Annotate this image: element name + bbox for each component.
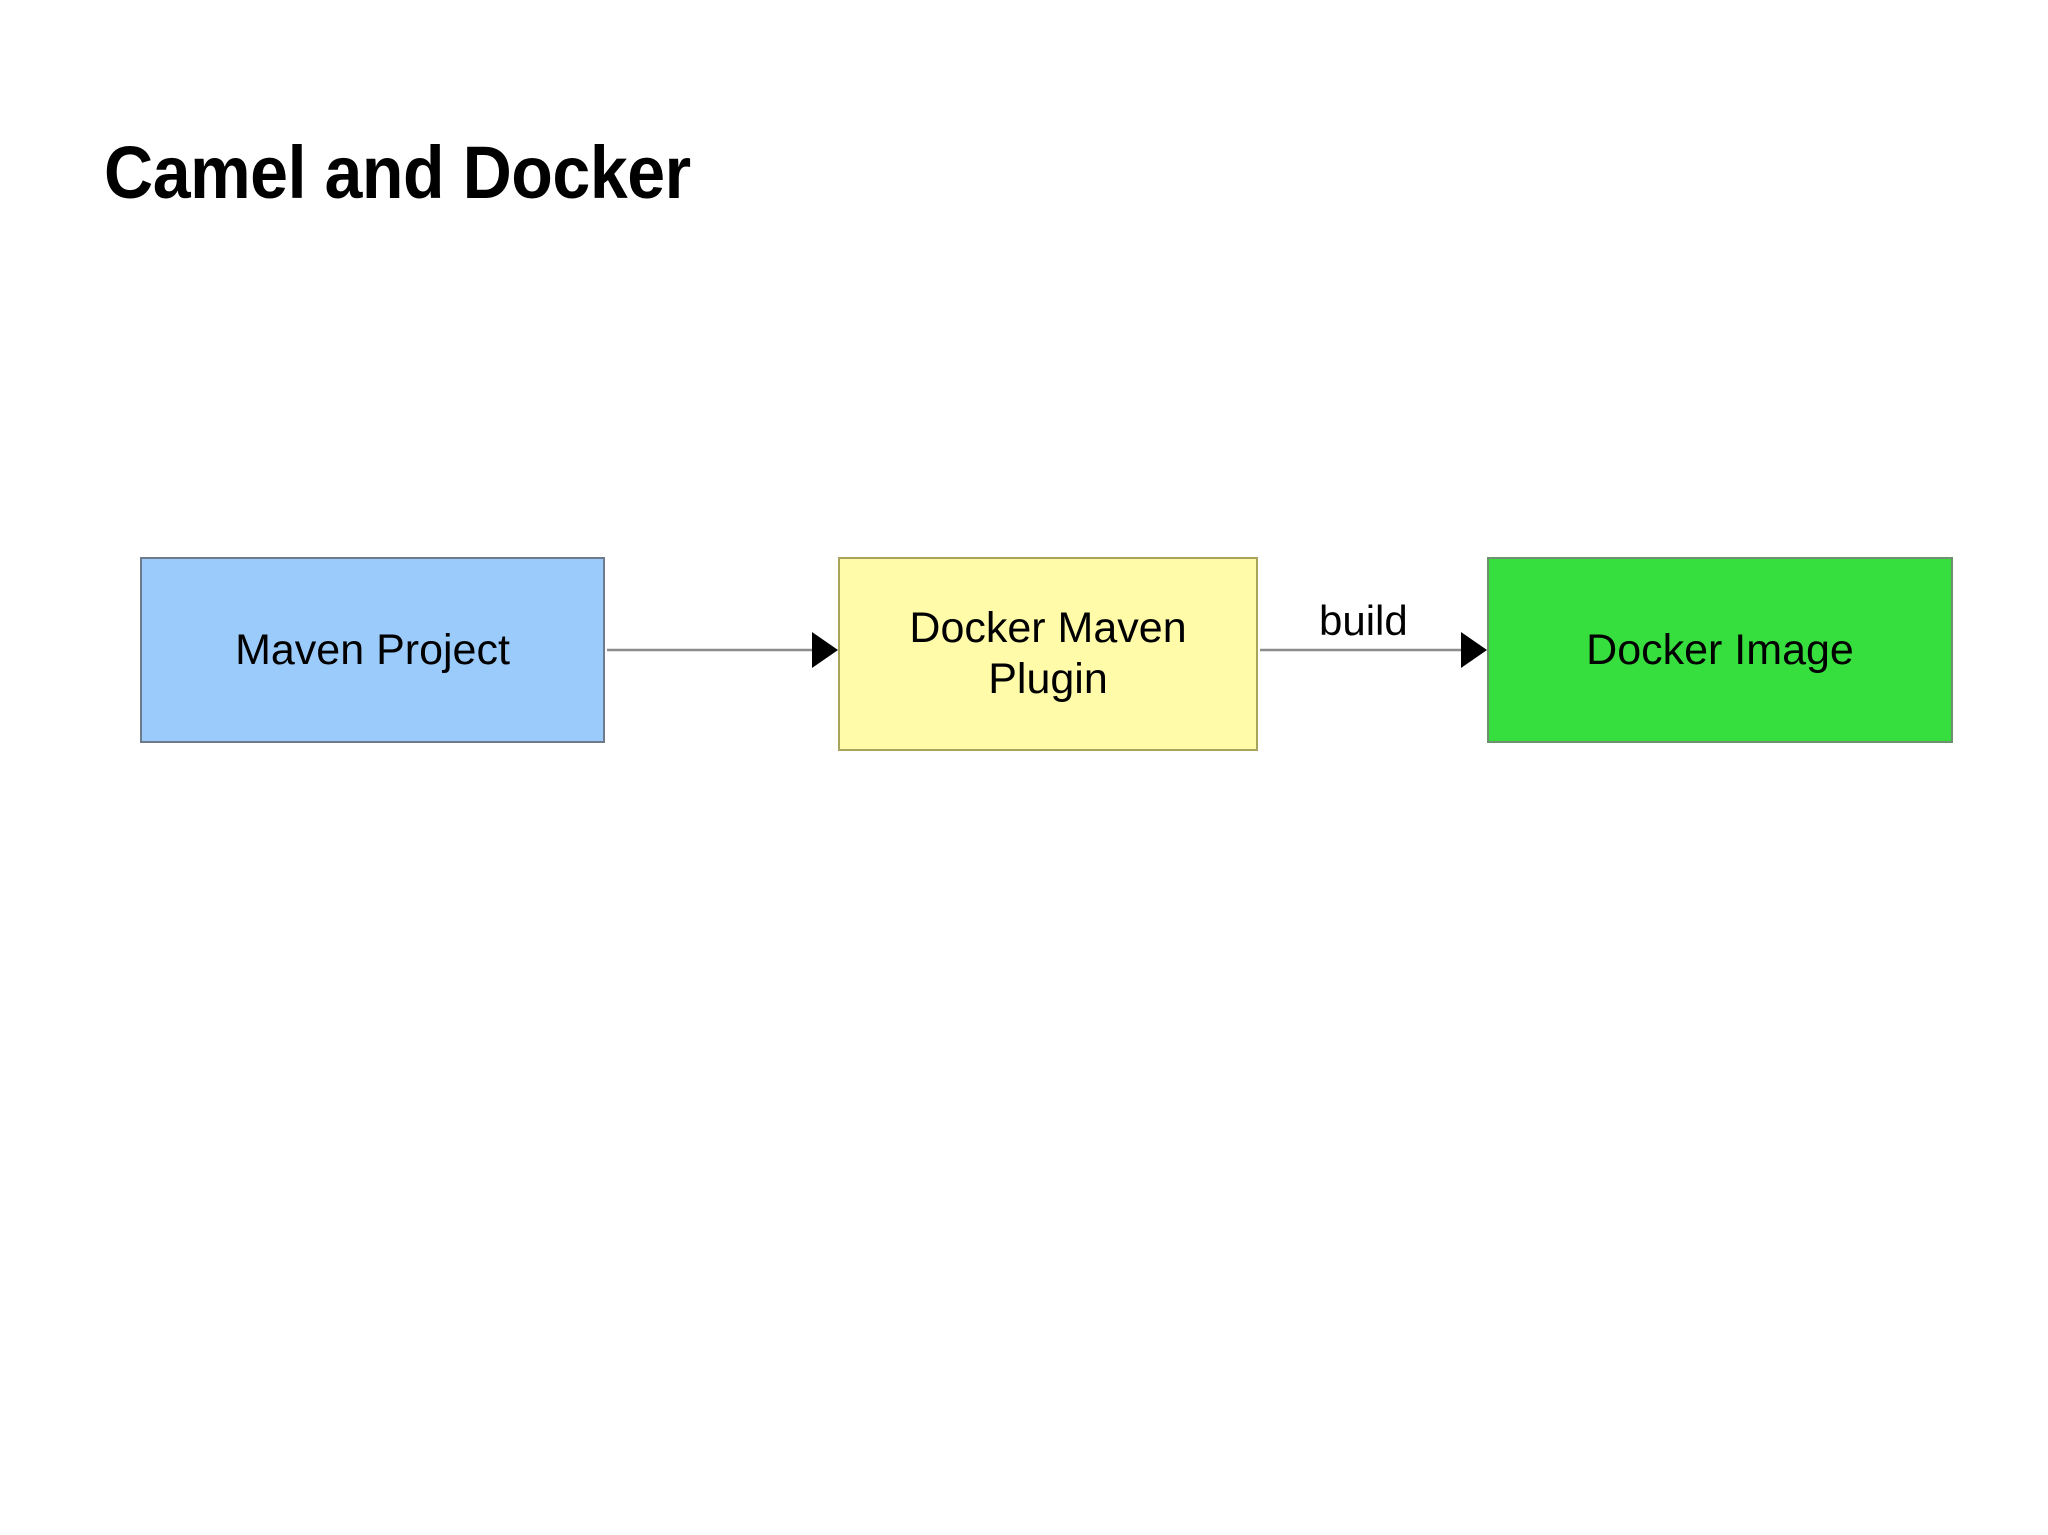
edge-label-build: build	[1319, 597, 1408, 644]
node-docker-image-label: Docker Image	[1586, 625, 1854, 674]
edge-maven-to-plugin	[607, 632, 838, 668]
node-maven-project-label: Maven Project	[235, 625, 510, 674]
node-docker-maven-plugin[interactable]: Docker Maven Plugin	[838, 557, 1258, 751]
page-title: Camel and Docker	[104, 130, 691, 214]
node-docker-maven-plugin-label-line1: Docker Maven	[909, 604, 1187, 653]
node-maven-project[interactable]: Maven Project	[140, 557, 605, 743]
node-docker-image[interactable]: Docker Image	[1487, 557, 1953, 743]
arrowhead-icon	[1461, 632, 1487, 668]
node-docker-maven-plugin-label-line2: Plugin	[988, 655, 1108, 703]
arrowhead-icon	[812, 632, 838, 668]
node-docker-maven-plugin-label: Docker Maven Plugin	[899, 603, 1196, 704]
